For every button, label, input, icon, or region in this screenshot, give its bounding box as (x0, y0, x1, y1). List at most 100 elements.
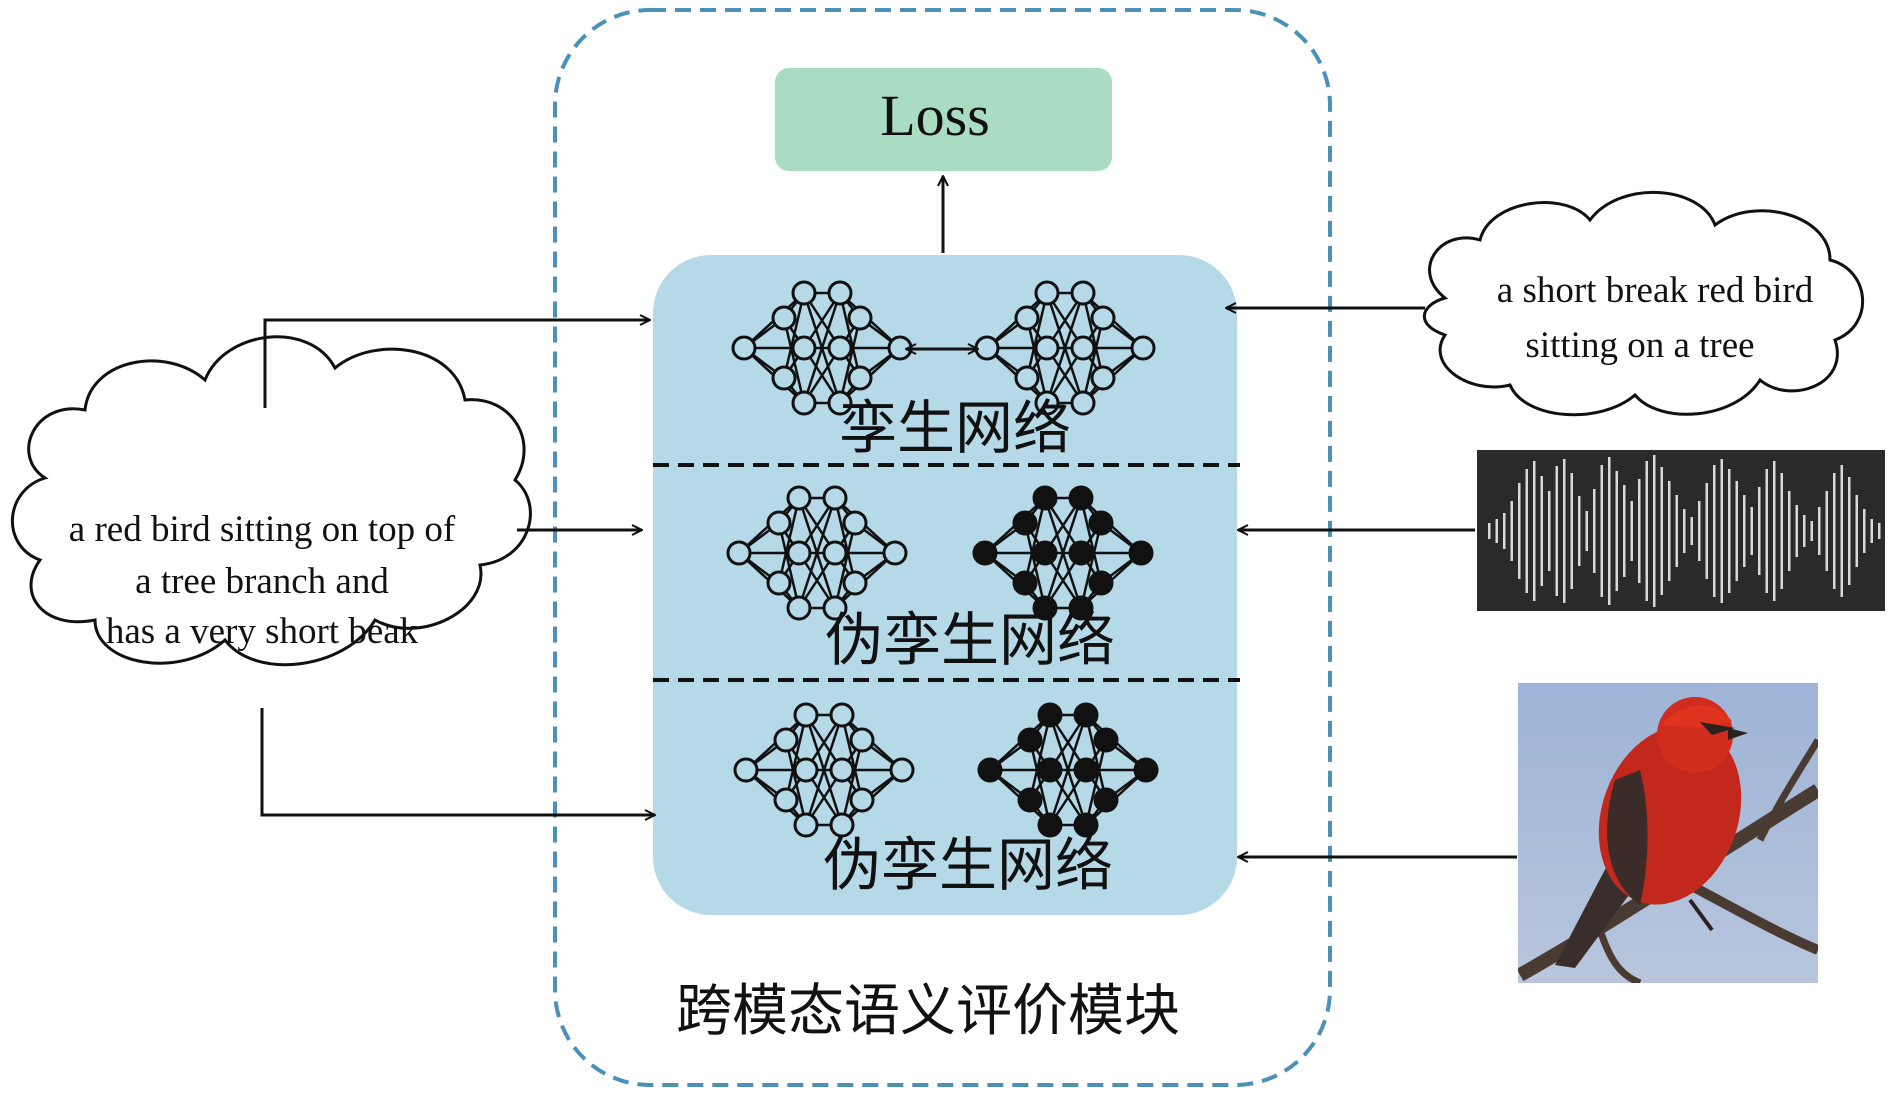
right-text-cloud (1422, 191, 1864, 417)
network-edge (1079, 522, 1103, 609)
network-node (1012, 510, 1038, 536)
network-node (1128, 540, 1154, 566)
waveform-bar (1773, 461, 1776, 601)
waveform-bar (1698, 501, 1701, 561)
network-edge (840, 739, 864, 826)
left-cloud-line-1: a red bird sitting on top of (69, 509, 456, 550)
network-node (766, 510, 792, 536)
waveform-bar (1645, 461, 1648, 601)
network-edge (782, 292, 806, 379)
network-node (827, 390, 853, 416)
network-node (793, 812, 819, 838)
waveform-bar (1840, 465, 1843, 597)
neural-network-filled-icon (977, 702, 1159, 838)
waveform-bar (1668, 481, 1671, 581)
network-node (1133, 757, 1159, 783)
red-bird-photo (1518, 683, 1818, 983)
network-node (974, 335, 1000, 361)
network-edge (777, 497, 801, 584)
left-text-cloud (11, 335, 532, 667)
waveform-bar (1750, 507, 1753, 555)
right-cloud-line-1: a short break red bird (1497, 270, 1814, 311)
network-node (972, 540, 998, 566)
network-node (1017, 727, 1043, 753)
network-node (793, 757, 819, 783)
network-node (1088, 570, 1114, 596)
network-edge (838, 317, 862, 404)
network-node (1034, 335, 1060, 361)
waveform-bar (1548, 491, 1551, 571)
network-node (1032, 485, 1058, 511)
network-node (1012, 570, 1038, 596)
waveform-bar (1848, 477, 1851, 585)
network-node (791, 335, 817, 361)
network-node (1037, 812, 1063, 838)
network-node (786, 540, 812, 566)
loss-box (775, 68, 1112, 171)
waveform-bar (1578, 496, 1581, 566)
network-node (791, 280, 817, 306)
network-node (773, 787, 799, 813)
module-boundary (553, 8, 1332, 1087)
network-node (849, 787, 875, 813)
network-node (827, 280, 853, 306)
section-label-pseudo-siamese-2: 伪孪生网络 (823, 831, 1113, 899)
network-node (1068, 595, 1094, 621)
waveform-bar (1518, 483, 1521, 579)
network-edge (1084, 714, 1108, 801)
network-node (1068, 485, 1094, 511)
waveform-bar (1758, 487, 1761, 575)
section-label-siamese: 孪生网络 (839, 394, 1071, 462)
waveform-bar (1780, 473, 1783, 589)
waveform-bar (1593, 489, 1596, 573)
section-label-pseudo-siamese-1: 伪孪生网络 (825, 606, 1115, 674)
network-node (1037, 757, 1063, 783)
neural-network-icon (731, 280, 913, 416)
network-node (1090, 305, 1116, 331)
waveform-bar (1488, 523, 1491, 539)
network-edge (797, 497, 837, 609)
waveform-bar (1503, 513, 1506, 549)
waveform-bar (1525, 469, 1528, 593)
network-edge (784, 714, 808, 801)
network-node (1073, 702, 1099, 728)
network-node (786, 485, 812, 511)
waveform-bar (1683, 509, 1686, 553)
left-cloud-to-pseudo-2-arrow (260, 708, 655, 815)
network-node (827, 335, 853, 361)
left-cloud-line-2: a tree branch and (135, 561, 389, 602)
waveform-bar (1495, 519, 1498, 543)
waveform-bar (1510, 501, 1513, 561)
network-edge (838, 292, 862, 379)
waveform-bar (1735, 481, 1738, 581)
network-edge (784, 739, 808, 826)
waveform-bar (1630, 501, 1633, 561)
neural-network-icon (733, 702, 915, 838)
network-node (822, 485, 848, 511)
network-node (1068, 540, 1094, 566)
network-node (1032, 595, 1058, 621)
network-node (1037, 702, 1063, 728)
right-cloud-line-2: sitting on a tree (1525, 325, 1754, 366)
waveform-bar (1660, 467, 1663, 595)
network-edge (1028, 739, 1052, 826)
network-node (822, 595, 848, 621)
left-cloud-line-3: has a very short beak (106, 611, 419, 652)
loss-label: Loss (880, 83, 990, 148)
waveform-bar (1623, 485, 1626, 577)
network-edge (782, 317, 806, 404)
network-node (766, 570, 792, 596)
network-node (1093, 727, 1119, 753)
network-node (791, 390, 817, 416)
neural-network-icon (974, 280, 1156, 416)
network-node (793, 702, 819, 728)
network-node (1073, 757, 1099, 783)
network-edge (833, 497, 857, 584)
left-cloud-to-siamese-arrow (263, 320, 650, 408)
network-edge (1025, 292, 1049, 379)
network-node (829, 812, 855, 838)
network-node (842, 570, 868, 596)
waveform-bar (1720, 459, 1723, 603)
network-edge (1023, 497, 1047, 584)
